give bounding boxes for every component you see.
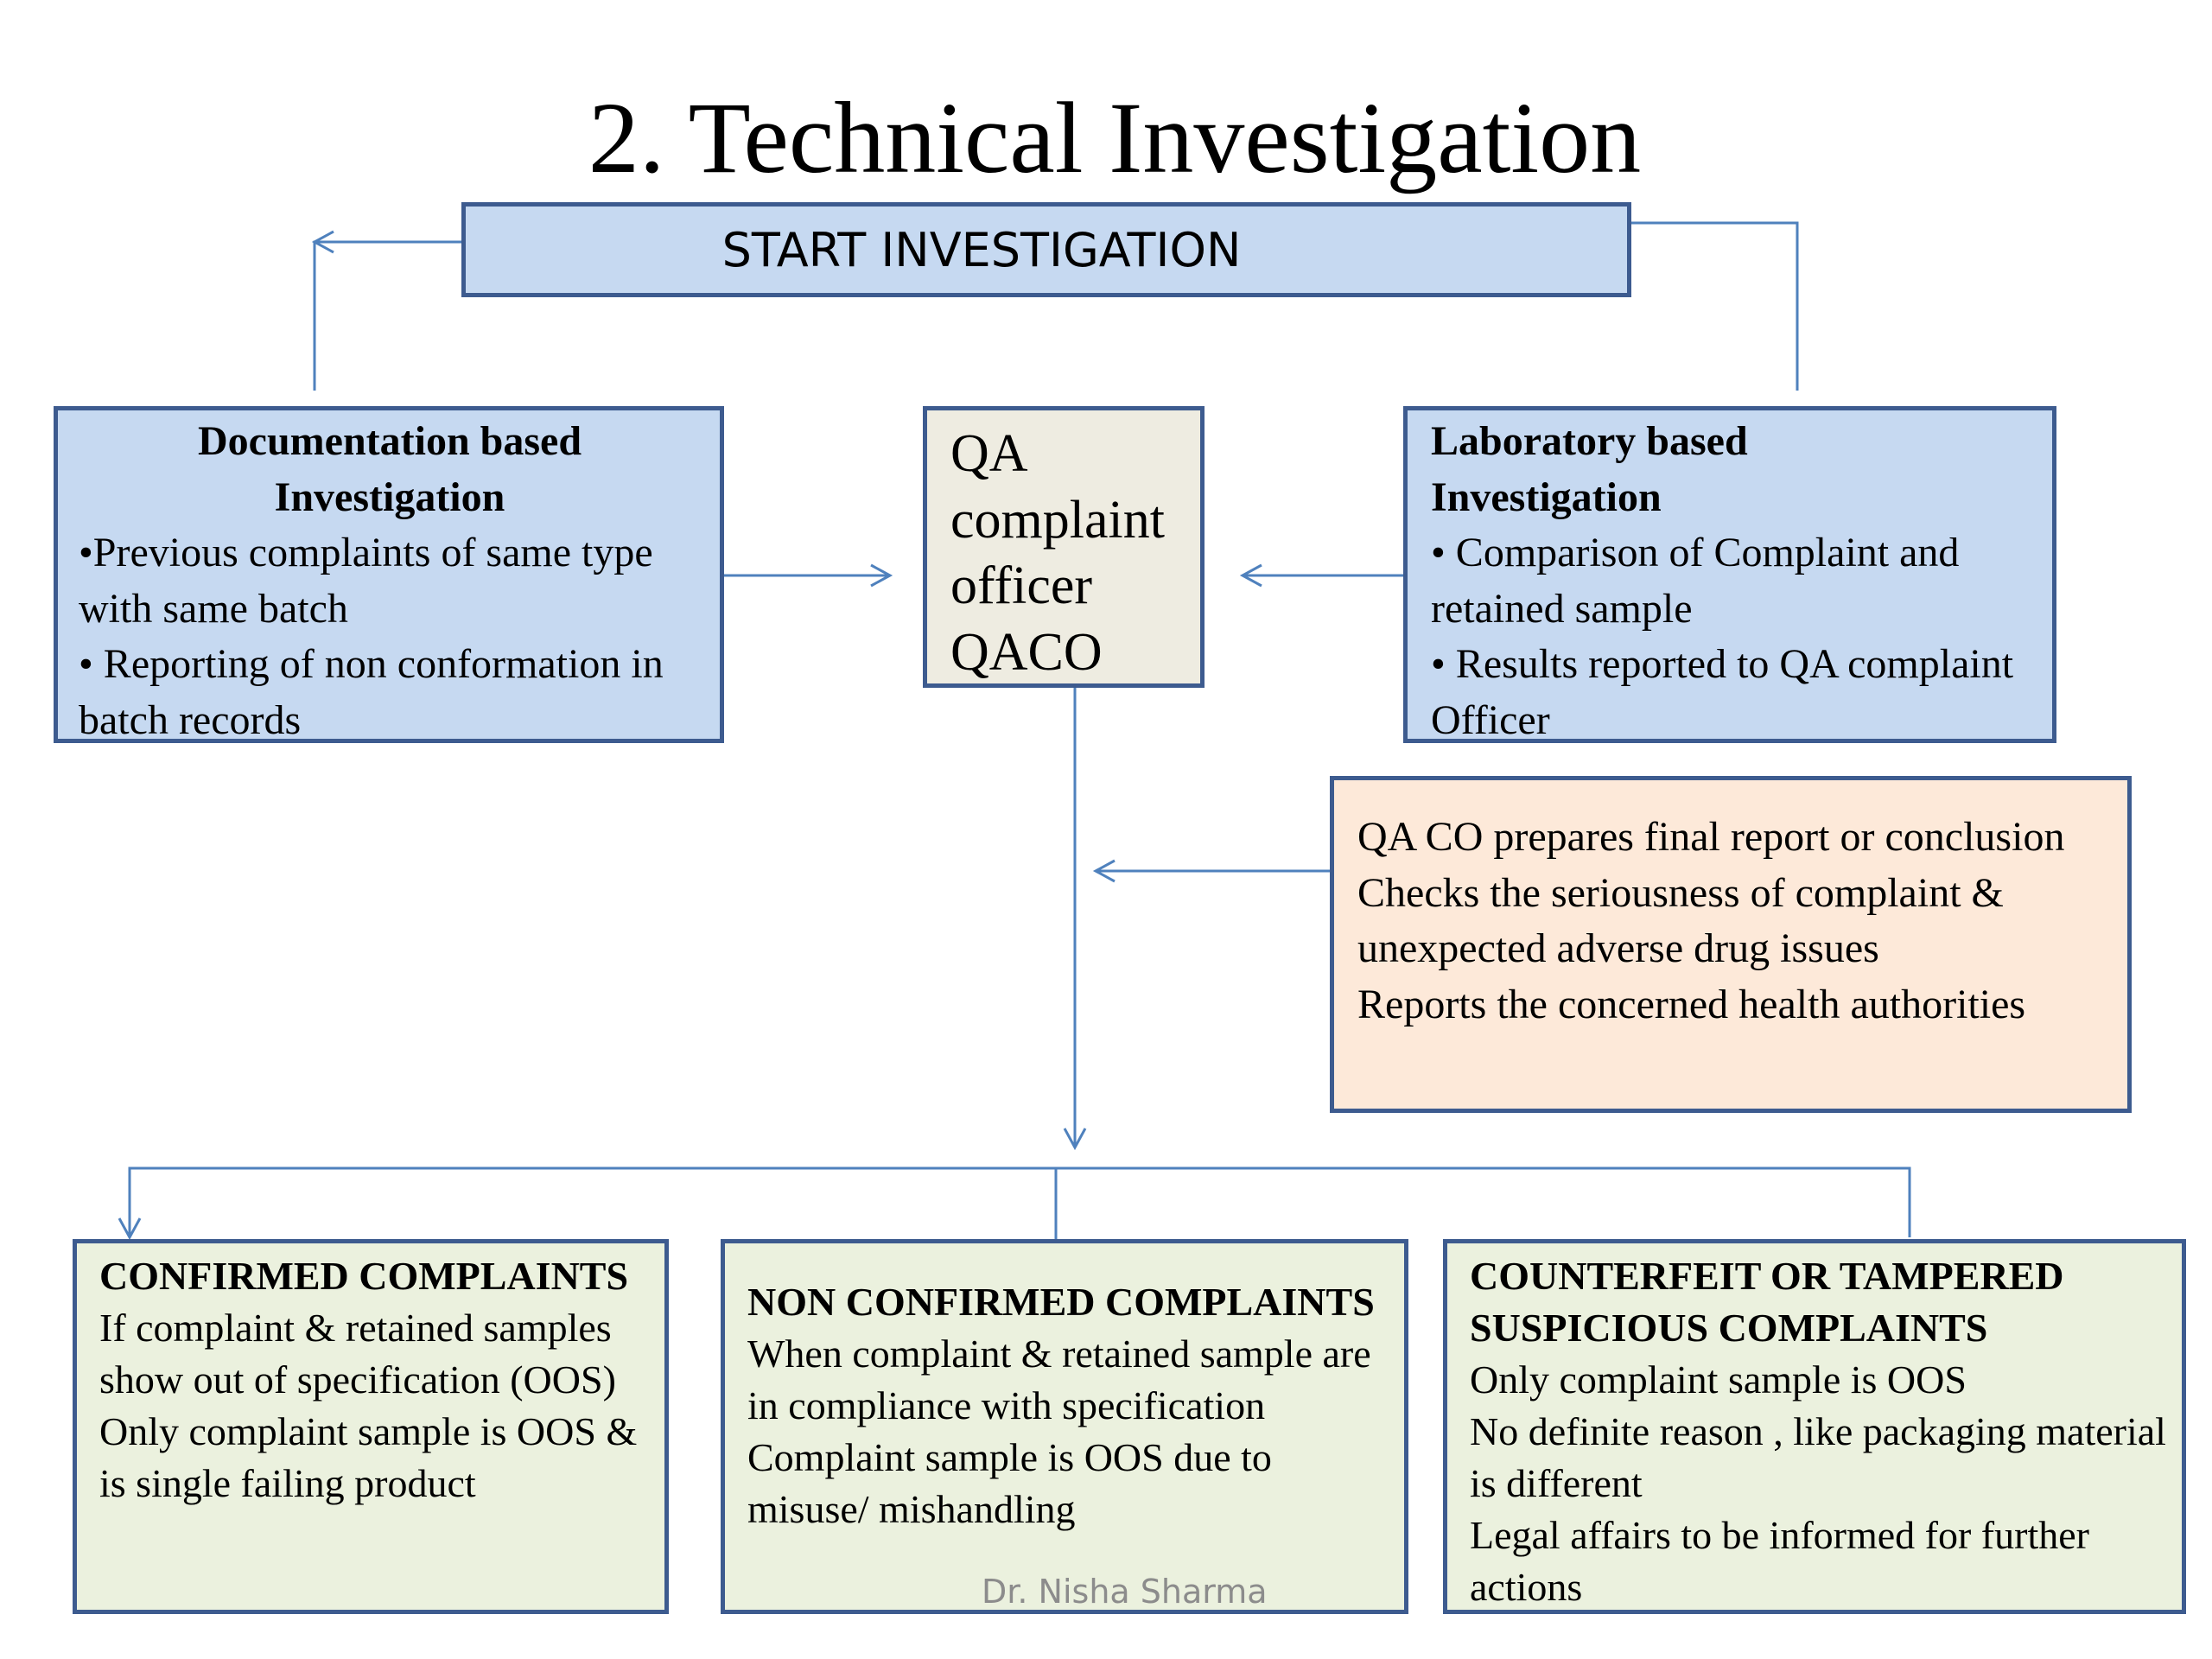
qa-line: QA: [950, 424, 1028, 483]
outcome-line: Only complaint sample is OOS: [1470, 1357, 1967, 1402]
outcome-line: No definite reason , like packaging mate…: [1470, 1409, 2166, 1505]
doc-heading-line1: Documentation based: [197, 418, 582, 464]
qa-line: officer: [950, 556, 1093, 615]
final-report-box: QA CO prepares final report or conclusio…: [1330, 776, 2132, 1113]
report-line: Reports the concerned health authorities: [1357, 981, 2026, 1027]
outcome-heading: CONFIRMED COMPLAINTS: [99, 1254, 629, 1298]
documentation-investigation-box: Documentation based Investigation •Previ…: [54, 406, 724, 743]
outcome-line: When complaint & retained sample are in …: [747, 1332, 1371, 1427]
laboratory-investigation-box: Laboratory based Investigation • Compari…: [1403, 406, 2056, 743]
outcome-line: Only complaint sample is OOS & is single…: [99, 1409, 638, 1505]
lab-bullet: • Results reported to QA complaint Offic…: [1431, 641, 2014, 743]
connector-outcome-bus: [128, 1166, 1911, 1237]
outcome-heading: COUNTERFEIT OR TAMPERED SUSPICIOUS COMPL…: [1470, 1254, 2064, 1350]
author-footer: Dr. Nisha Sharma: [982, 1573, 1268, 1611]
start-investigation-box: START INVESTIGATION: [461, 202, 1631, 297]
report-line: Checks the seriousness of complaint & un…: [1357, 869, 2004, 972]
arrowhead-doc-branch: [311, 230, 334, 254]
qa-line: complaint: [950, 490, 1165, 550]
report-line: QA CO prepares final report or conclusio…: [1357, 814, 2065, 860]
qa-line: QACO: [950, 622, 1103, 682]
arrowhead-lab-to-qa: [1239, 563, 1262, 588]
arrowhead-report-to-trunk: [1092, 859, 1116, 883]
outcome-line: If complaint & retained samples show out…: [99, 1306, 616, 1402]
lab-heading-line2: Investigation: [1431, 474, 1662, 520]
page-title: 2. Technical Investigation: [588, 81, 1642, 194]
connector-start-to-lab: [1631, 221, 1799, 391]
doc-heading-line2: Investigation: [274, 474, 505, 520]
doc-bullet: •Previous complaints of same type with s…: [79, 530, 653, 632]
non-confirmed-complaints-box: NON CONFIRMED COMPLAINTS When complaint …: [721, 1239, 1408, 1614]
doc-bullet: • Reporting of non conformation in batch…: [79, 641, 664, 743]
outcome-heading: NON CONFIRMED COMPLAINTS: [747, 1280, 1375, 1324]
qa-complaint-officer-box: QA complaint officer QACO: [923, 406, 1205, 688]
arrowhead-qa-trunk: [1063, 1128, 1087, 1151]
start-investigation-label: START INVESTIGATION: [721, 222, 1242, 277]
lab-heading-line1: Laboratory based: [1431, 418, 1748, 464]
confirmed-complaints-box: CONFIRMED COMPLAINTS If complaint & reta…: [73, 1239, 669, 1614]
counterfeit-complaints-box: COUNTERFEIT OR TAMPERED SUSPICIOUS COMPL…: [1443, 1239, 2186, 1614]
outcome-line: Legal affairs to be informed for further…: [1470, 1513, 2089, 1609]
outcome-line: Complaint sample is OOS due to misuse/ m…: [747, 1435, 1272, 1531]
arrowhead-doc-to-qa: [870, 563, 893, 588]
lab-bullet: • Comparison of Complaint and retained s…: [1431, 530, 1960, 632]
connector-start-to-doc: [313, 240, 461, 391]
arrowhead-outcome-left: [118, 1217, 142, 1241]
